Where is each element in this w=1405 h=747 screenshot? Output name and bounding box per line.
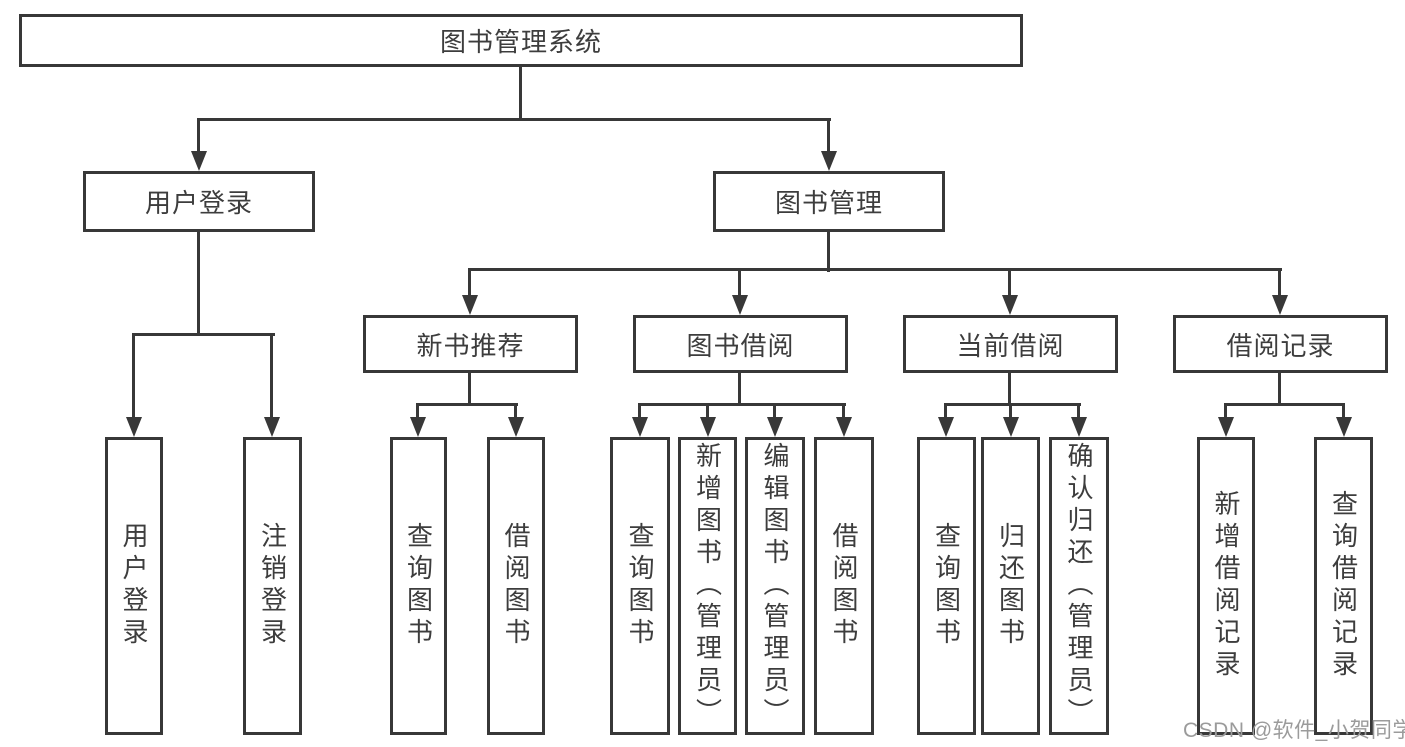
arrowhead-icon: [1218, 417, 1234, 437]
connector-line: [197, 118, 831, 121]
arrowhead-icon: [767, 417, 783, 437]
connector-line: [1224, 403, 1345, 406]
node-label: 当前借阅: [956, 330, 1065, 361]
leaf-add-borrow-record: 新增借阅记录: [1197, 437, 1255, 735]
connector-line: [132, 333, 135, 419]
connector-line: [1278, 373, 1281, 406]
connector-line: [197, 232, 200, 336]
leaf-label: 用户登录: [119, 522, 149, 650]
arrowhead-icon: [126, 417, 142, 437]
arrowhead-icon: [732, 295, 748, 315]
connector-line: [1342, 403, 1345, 419]
leaf-user-login: 用户登录: [105, 437, 163, 735]
arrowhead-icon: [938, 417, 954, 437]
connector-line: [1278, 268, 1281, 297]
arrowhead-icon: [836, 417, 852, 437]
leaf-label: 新增图书（管理员）: [692, 442, 723, 730]
connector-line: [706, 403, 709, 419]
leaf-logout: 注销登录: [243, 437, 302, 735]
arrowhead-icon: [1336, 417, 1352, 437]
leaf-edit-books-admin: 编辑图书（管理员）: [745, 437, 805, 735]
leaf-label: 查询图书: [931, 522, 962, 650]
connector-line: [468, 268, 1282, 271]
node-label: 用户登录: [144, 188, 253, 218]
connector-line: [944, 403, 1081, 406]
connector-line: [773, 403, 776, 419]
connector-line: [1077, 403, 1080, 419]
arrowhead-icon: [700, 417, 716, 437]
connector-line: [738, 268, 741, 297]
csdn-watermark: CSDN @软件_小贺同学: [1183, 719, 1405, 742]
connector-line: [270, 333, 273, 419]
node-label: 新书推荐: [416, 330, 525, 361]
connector-line: [944, 403, 947, 419]
leaf-borrow-books: 借阅图书: [814, 437, 874, 735]
arrowhead-icon: [1002, 295, 1018, 315]
leaf-label: 借阅图书: [829, 522, 859, 650]
leaf-query-books-current: 查询图书: [917, 437, 976, 735]
leaf-label: 归还图书: [995, 522, 1026, 650]
leaf-label: 查询图书: [625, 522, 655, 650]
connector-line: [1009, 403, 1012, 419]
arrowhead-icon: [1071, 417, 1087, 437]
arrowhead-icon: [191, 151, 207, 171]
node-label: 图书管理: [774, 188, 883, 218]
connector-line: [1224, 403, 1227, 419]
node-label: 图书管理系统: [439, 27, 602, 57]
connector-line: [468, 268, 471, 297]
leaf-label: 新增借阅记录: [1211, 490, 1241, 682]
connector-line: [132, 333, 275, 336]
node-user-login: 用户登录: [83, 171, 315, 232]
arrowhead-icon: [410, 417, 426, 437]
leaf-confirm-return-admin: 确认归还（管理员）: [1049, 437, 1109, 735]
node-root-library-system: 图书管理系统: [19, 14, 1023, 67]
arrowhead-icon: [632, 417, 648, 437]
arrowhead-icon: [508, 417, 524, 437]
connector-line: [519, 67, 522, 120]
leaf-label: 注销登录: [257, 522, 288, 650]
arrowhead-icon: [1272, 295, 1288, 315]
leaf-query-books-borrow: 查询图书: [610, 437, 670, 735]
leaf-label: 查询借阅记录: [1328, 490, 1359, 682]
connector-line: [1008, 373, 1011, 406]
leaf-query-books-recommend: 查询图书: [390, 437, 447, 735]
leaf-label: 编辑图书（管理员）: [760, 442, 790, 730]
node-borrow-records: 借阅记录: [1173, 315, 1388, 373]
leaf-borrow-books-recommend: 借阅图书: [487, 437, 545, 735]
arrowhead-icon: [264, 417, 280, 437]
leaf-label: 确认归还（管理员）: [1064, 442, 1094, 730]
node-current-borrow: 当前借阅: [903, 315, 1118, 373]
node-new-book-recommend: 新书推荐: [363, 315, 578, 373]
leaf-label: 借阅图书: [501, 522, 531, 650]
leaf-add-books-admin: 新增图书（管理员）: [678, 437, 737, 735]
connector-line: [514, 403, 517, 419]
arrowhead-icon: [1003, 417, 1019, 437]
node-book-management: 图书管理: [713, 171, 945, 232]
node-book-borrow: 图书借阅: [633, 315, 848, 373]
connector-line: [1008, 268, 1011, 297]
leaf-query-borrow-record: 查询借阅记录: [1314, 437, 1373, 735]
connector-line: [842, 403, 845, 419]
leaf-return-books: 归还图书: [981, 437, 1040, 735]
connector-line: [827, 232, 830, 272]
leaf-label: 查询图书: [403, 522, 434, 650]
connector-line: [416, 403, 518, 406]
connector-line: [416, 403, 419, 419]
connector-line: [827, 118, 830, 153]
connector-line: [197, 118, 200, 153]
node-label: 借阅记录: [1226, 330, 1335, 361]
arrowhead-icon: [462, 295, 478, 315]
connector-line: [638, 403, 846, 406]
node-label: 图书借阅: [686, 330, 795, 361]
arrowhead-icon: [821, 151, 837, 171]
connector-line: [468, 373, 471, 406]
connector-line: [638, 403, 641, 419]
connector-line: [738, 373, 741, 406]
